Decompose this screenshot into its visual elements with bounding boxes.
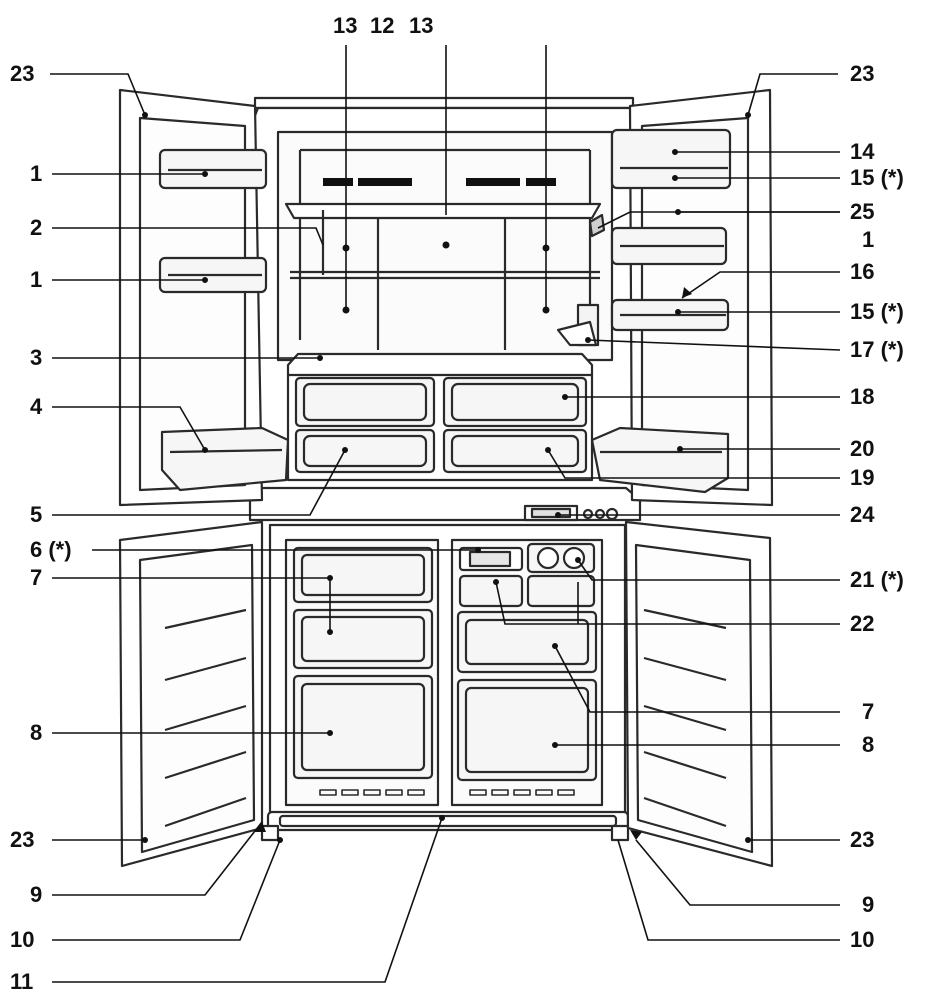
callout-left-11: 11	[10, 969, 34, 994]
callout-right-20: 20	[850, 436, 875, 461]
air-vents	[323, 178, 556, 186]
callout-left-8: 8	[30, 720, 43, 745]
chiller-compartment	[286, 352, 594, 482]
callout-right-18: 18	[850, 384, 875, 409]
callout-right-23-bottom: 23	[850, 827, 875, 852]
callout-left-6: 6 (*)	[30, 537, 72, 562]
callout-right-1: 1	[862, 227, 875, 252]
left-lower-door	[118, 520, 264, 868]
callout-top-12: 12	[370, 13, 395, 38]
callout-right-15-mid: 15 (*)	[850, 299, 904, 324]
freezer-vents	[319, 789, 575, 796]
callout-right-15-top: 15 (*)	[850, 165, 904, 190]
callout-left-23-bottom: 23	[10, 827, 35, 852]
callout-right-23-top: 23	[850, 61, 875, 86]
callout-right-17: 17 (*)	[850, 337, 904, 362]
right-lower-door	[624, 520, 774, 868]
callout-right-14: 14	[850, 139, 875, 164]
callout-right-16: 16	[850, 259, 875, 284]
callout-left-1-top: 1	[30, 161, 43, 186]
callout-right-9: 9	[862, 892, 875, 917]
callout-left-10: 10	[10, 927, 35, 952]
base-cover	[260, 810, 630, 842]
left-upper-door	[118, 88, 290, 507]
callout-right-8: 8	[862, 732, 875, 757]
callout-left-1-mid: 1	[30, 267, 43, 292]
callout-top-13-right: 13	[409, 13, 434, 38]
glass-shelves	[284, 202, 602, 350]
callout-left-2: 2	[30, 215, 43, 240]
callout-left-5: 5	[30, 502, 43, 527]
callout-left-3: 3	[30, 345, 43, 370]
callout-right-7: 7	[862, 699, 875, 724]
callout-right-25: 25	[850, 199, 875, 224]
freezer-compartment	[268, 523, 627, 824]
callout-right-21: 21 (*)	[850, 567, 904, 592]
callout-right-19: 19	[850, 465, 875, 490]
callout-right-22: 22	[850, 611, 875, 636]
callout-left-4: 4	[30, 394, 43, 419]
callout-left-9: 9	[30, 882, 43, 907]
callout-right-10: 10	[850, 927, 875, 952]
callout-dots	[142, 112, 751, 843]
callout-left-23-top: 23	[10, 61, 35, 86]
callout-right-24: 24	[850, 502, 875, 527]
callout-top-13-left: 13	[333, 13, 358, 38]
callout-left-7: 7	[30, 565, 43, 590]
